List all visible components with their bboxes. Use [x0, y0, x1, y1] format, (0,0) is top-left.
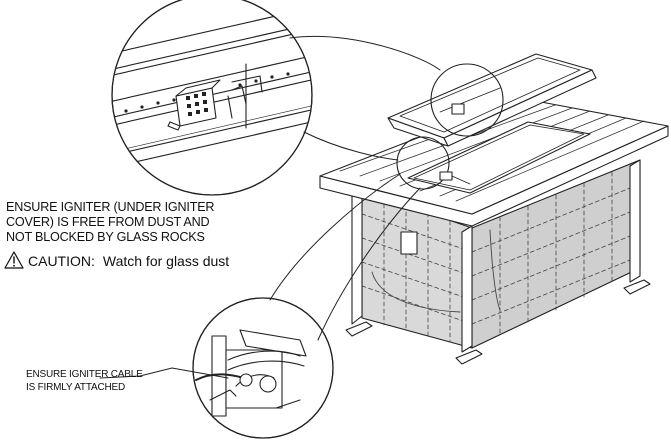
burner-callout-circle: [430, 63, 504, 137]
leg-front-right: [461, 225, 473, 353]
warning-triangle-icon: [4, 251, 24, 269]
leg-front-left: [351, 179, 363, 325]
leg-back-right: [629, 159, 641, 283]
igniter-cable-detail: [192, 297, 334, 439]
igniter-cover-note-line2: COVER) IS FREE FROM DUST AND: [6, 214, 210, 229]
igniter-cable-note: ENSURE IGNITER CABLE IS FIRMLY ATTACHED: [26, 369, 143, 394]
caution-text: Watch for glass dust: [102, 253, 230, 269]
igniter-cover-note-line3: NOT BLOCKED BY GLASS ROCKS: [6, 229, 205, 244]
burner-tray: [387, 53, 597, 147]
igniter-cover-note: ENSURE IGNITER (UNDER IGNITER COVER) IS …: [6, 200, 236, 245]
table-callout-circle: [396, 136, 450, 190]
caution-line: CAUTION: Watch for glass dust: [4, 250, 229, 272]
igniter-cover-detail: [111, 0, 313, 196]
mesh-grid: [361, 171, 641, 343]
control-box: [400, 231, 418, 255]
tray-igniter: [451, 103, 465, 115]
tank-outline: [371, 271, 461, 313]
fire-table: [319, 97, 669, 365]
igniter-cover-note-line1: ENSURE IGNITER (UNDER IGNITER: [6, 200, 215, 214]
igniter-cable-note-line1: ENSURE IGNITER CABLE: [26, 369, 143, 380]
leader-lines: [99, 35, 441, 379]
igniter-cable-note-line2: IS FIRMLY ATTACHED: [26, 381, 126, 393]
caution-label: CAUTION:: [28, 253, 95, 269]
